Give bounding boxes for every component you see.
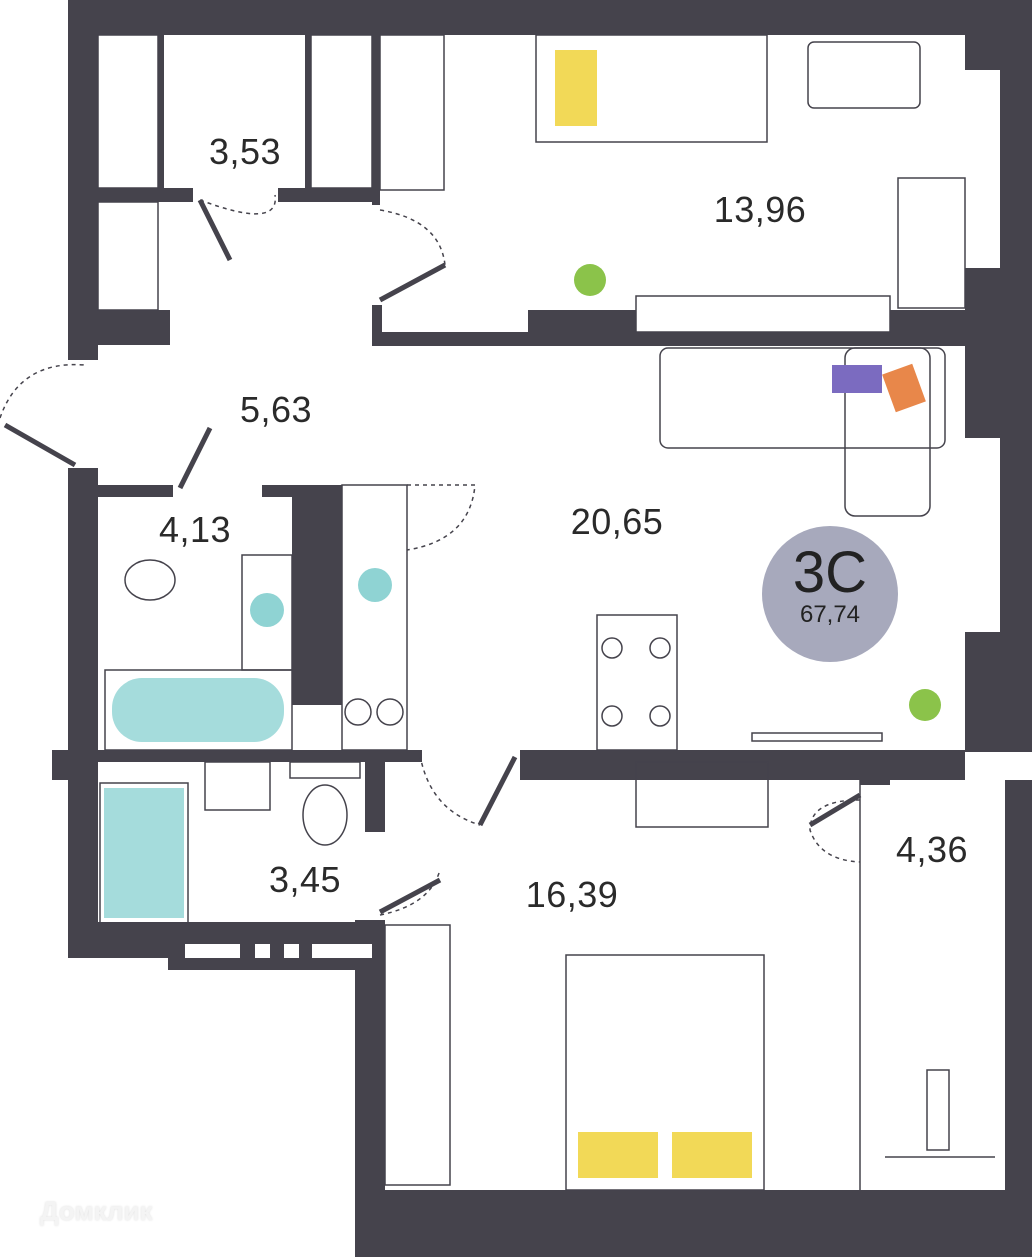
plant <box>574 264 606 296</box>
furniture <box>0 34 995 1191</box>
room-area-bedroom-2: 16,39 <box>525 874 619 915</box>
pillow <box>672 1132 752 1178</box>
plant <box>909 689 941 721</box>
pillow <box>555 50 597 126</box>
room-area-bathroom: 4,13 <box>158 509 232 550</box>
cushion-purple <box>832 365 882 393</box>
cushion-orange <box>882 363 926 413</box>
room-area-bedroom-1: 13,96 <box>713 189 807 230</box>
room-area-shower-room: 3,45 <box>268 859 342 900</box>
sink <box>250 593 284 627</box>
room-area-hallway: 5,63 <box>239 389 313 430</box>
pillow <box>578 1132 658 1178</box>
room-area-balcony: 4,36 <box>895 829 969 870</box>
kitchen-sink <box>358 568 392 602</box>
apartment-type: 3С <box>792 540 868 605</box>
room-area-wardrobe: 3,53 <box>208 131 282 172</box>
bathtub <box>112 678 284 742</box>
apartment-badge: 3С 67,74 <box>762 526 898 662</box>
room-area-kitchen-living: 20,65 <box>570 501 664 542</box>
watermark-logo: Домклик <box>40 1196 153 1226</box>
total-area: 67,74 <box>799 601 861 628</box>
shower-tray <box>104 788 184 918</box>
